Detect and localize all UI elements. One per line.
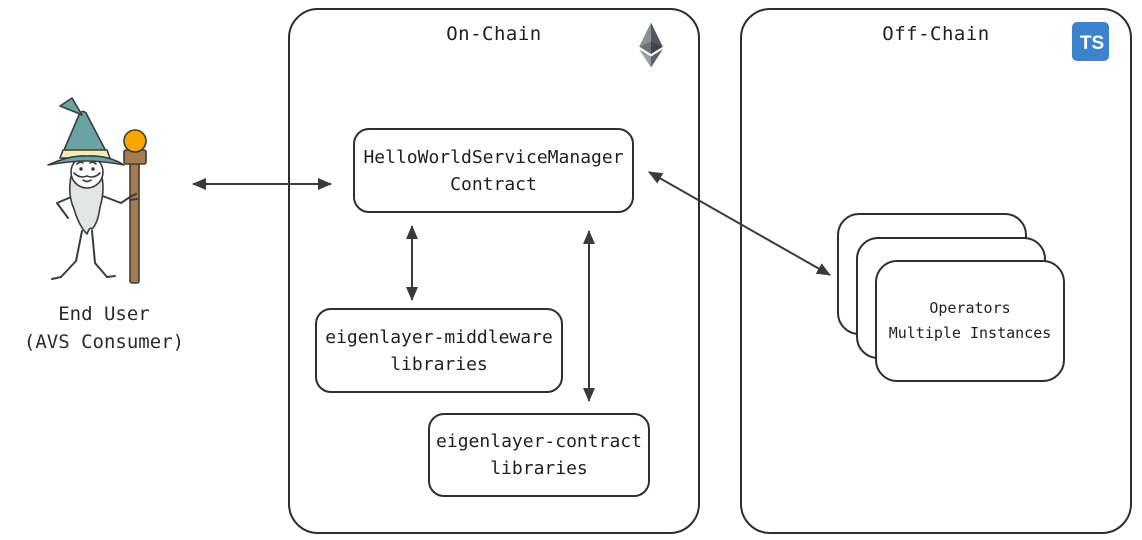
operators-line1: Operators <box>929 299 1011 317</box>
middleware-line1: eigenlayer-middleware <box>325 326 553 348</box>
wizard-hat-icon <box>47 97 125 166</box>
middleware-line2: libraries <box>390 353 488 375</box>
end-user-label: End User (AVS Consumer) <box>3 300 205 356</box>
off-chain-title: Off-Chain <box>882 23 990 45</box>
on-chain-title: On-Chain <box>446 23 542 45</box>
middleware-libraries-node: eigenlayer-middleware libraries <box>315 308 563 393</box>
contract-libraries-line1: eigenlayer-contract <box>436 431 642 452</box>
end-user-line1: End User <box>58 303 150 325</box>
ethereum-icon <box>639 22 663 68</box>
service-manager-line2: Contract <box>450 173 537 195</box>
operators-line2: Multiple Instances <box>888 324 1052 342</box>
staff-icon <box>123 129 147 284</box>
contract-libraries-node: eigenlayer-contract libraries <box>428 413 650 497</box>
contract-libraries-line2: libraries <box>490 458 588 479</box>
operators-node: Operators Multiple Instances <box>875 260 1065 382</box>
service-manager-node: HelloWorldServiceManager Contract <box>353 128 634 213</box>
service-manager-line1: HelloWorldServiceManager <box>363 146 624 168</box>
end-user-line2: (AVS Consumer) <box>23 331 185 353</box>
typescript-icon: TS <box>1072 22 1109 61</box>
typescript-icon-text: TS <box>1079 33 1105 54</box>
wizard-illustration <box>47 97 147 284</box>
